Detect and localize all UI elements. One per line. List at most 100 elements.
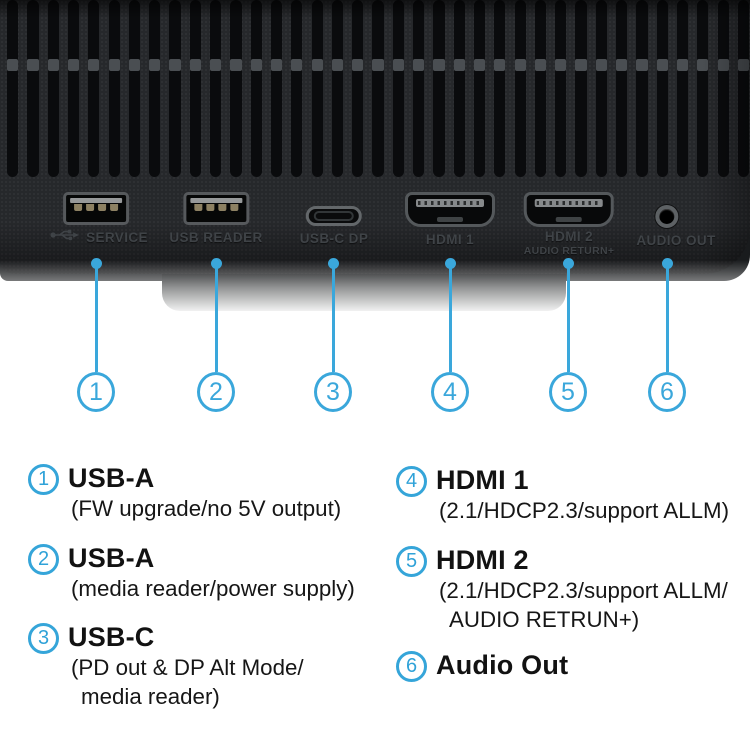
legend-desc-3-line-1: (PD out & DP Alt Mode/ bbox=[71, 655, 304, 680]
callout-line-6 bbox=[665, 265, 669, 372]
callout-dot-4 bbox=[444, 258, 456, 269]
legend-item-6: 6 Audio Out bbox=[396, 649, 568, 682]
vent-slot bbox=[331, 0, 344, 177]
port-label-hdmi-2: HDMI 2 bbox=[544, 229, 594, 244]
callout-circle-6: 6 bbox=[648, 372, 686, 412]
vent-slot bbox=[636, 0, 648, 177]
port-label-audio-out: AUDIO OUT bbox=[636, 233, 716, 248]
legend-desc-3-line-2: media reader) bbox=[81, 684, 220, 709]
vent-slot bbox=[311, 0, 324, 177]
vent-slot bbox=[616, 0, 628, 177]
panel-top-shadow bbox=[0, 0, 750, 18]
vent-slot bbox=[352, 0, 364, 177]
legend-title-5: HDMI 2 bbox=[436, 545, 529, 575]
callout-line-2 bbox=[214, 265, 218, 372]
legend-item-1: 1 USB-A (FW upgrade/no 5V output) bbox=[28, 462, 341, 523]
callout-circle-4: 4 bbox=[431, 372, 469, 412]
legend-desc-5-line-1: (2.1/HDCP2.3/support ALLM/ bbox=[439, 578, 728, 603]
vent-slot bbox=[372, 0, 384, 177]
port-sublabel-audio-return: AUDIO RETURN+ bbox=[523, 245, 615, 257]
vent-slot bbox=[189, 0, 202, 177]
vent-slot bbox=[473, 0, 486, 177]
port-label-usb-reader: USB READER bbox=[169, 230, 263, 245]
legend-item-2: 2 USB-A (media reader/power supply) bbox=[28, 542, 355, 603]
legend-number-5: 5 bbox=[396, 546, 427, 577]
vent-slot bbox=[453, 0, 466, 177]
legend-title-6: Audio Out bbox=[436, 650, 569, 680]
callout-line-5 bbox=[566, 265, 570, 372]
vent-slot bbox=[149, 0, 161, 177]
callout-line-3 bbox=[331, 265, 335, 372]
vent-slot bbox=[534, 0, 547, 177]
legend-item-5: 5 HDMI 2 (2.1/HDCP2.3/support ALLM/ AUDI… bbox=[396, 544, 728, 634]
legend-desc-4: (2.1/HDCP2.3/support ALLM) bbox=[439, 498, 729, 523]
vent-slot bbox=[575, 0, 587, 177]
vent-slot bbox=[270, 0, 283, 177]
callout-3: 3 bbox=[313, 258, 353, 413]
legend-item-4: 4 HDMI 1 (2.1/HDCP2.3/support ALLM) bbox=[396, 464, 729, 525]
legend-number-4: 4 bbox=[396, 466, 427, 497]
usb-c-port bbox=[305, 206, 362, 226]
legend-number-2: 2 bbox=[28, 544, 59, 575]
vent-slot bbox=[250, 0, 263, 177]
callout-circle-3: 3 bbox=[314, 372, 352, 412]
vent-slot bbox=[555, 0, 567, 177]
panel-edge-shadow bbox=[702, 0, 750, 274]
callout-6: 6 bbox=[647, 258, 687, 413]
callout-5: 5 bbox=[548, 258, 588, 413]
legend-number-1: 1 bbox=[28, 464, 59, 495]
port-group-usb-reader: USB READER bbox=[169, 192, 262, 245]
callout-line-1 bbox=[94, 265, 98, 372]
vent-slot bbox=[169, 0, 181, 177]
audio-out-jack bbox=[655, 205, 679, 228]
legend-desc-2: (media reader/power supply) bbox=[71, 576, 355, 601]
port-group-service: SERVICE bbox=[47, 192, 148, 245]
port-group-hdmi-2: HDMI 2 AUDIO RETURN+ bbox=[524, 192, 615, 257]
vent-slot bbox=[656, 0, 669, 177]
vent-slot bbox=[413, 0, 425, 177]
legend-title-4: HDMI 1 bbox=[436, 465, 529, 495]
port-label-usb-c-dp: USB-C DP bbox=[299, 231, 369, 246]
vent-slot bbox=[67, 0, 80, 177]
callout-1: 1 bbox=[76, 258, 116, 413]
vent-slot bbox=[717, 0, 730, 177]
legend-title-3: USB-C bbox=[68, 622, 155, 652]
vent-slot bbox=[595, 0, 608, 177]
vent-grille bbox=[0, 0, 750, 180]
vent-slot bbox=[737, 0, 750, 177]
usb-a-reader-port bbox=[182, 192, 249, 225]
vent-slot bbox=[88, 0, 100, 177]
callout-dot-5 bbox=[562, 258, 574, 269]
vent-slot bbox=[27, 0, 39, 177]
vent-slot bbox=[7, 0, 19, 177]
vent-slot bbox=[433, 0, 445, 177]
port-label-hdmi-1: HDMI 1 bbox=[425, 232, 475, 247]
callout-dot-3 bbox=[327, 258, 339, 269]
legend-desc-5-line-2: AUDIO RETRUN+) bbox=[449, 607, 640, 632]
vent-slot bbox=[108, 0, 121, 177]
hdmi-1-port bbox=[405, 192, 495, 227]
callout-2: 2 bbox=[196, 258, 236, 413]
vent-slot bbox=[291, 0, 303, 177]
port-group-audio-out: AUDIO OUT bbox=[627, 205, 715, 248]
vent-slot bbox=[128, 0, 141, 177]
callout-circle-5: 5 bbox=[549, 372, 587, 412]
usb-trident-icon bbox=[50, 229, 80, 241]
port-group-usb-c: USB-C DP bbox=[300, 206, 368, 246]
legend-number-6: 6 bbox=[396, 651, 427, 682]
vent-slot bbox=[392, 0, 405, 177]
callout-dot-2 bbox=[210, 258, 222, 269]
callout-4: 4 bbox=[430, 258, 470, 413]
legend-item-3: 3 USB-C (PD out & DP Alt Mode/ media rea… bbox=[28, 621, 304, 711]
legend-desc-1: (FW upgrade/no 5V output) bbox=[71, 496, 342, 521]
vent-slot bbox=[697, 0, 709, 177]
vent-slot bbox=[230, 0, 242, 177]
callout-line-4 bbox=[448, 265, 452, 372]
callout-circle-2: 2 bbox=[197, 372, 235, 412]
legend-title-2: USB-A bbox=[68, 543, 155, 573]
device-back-panel bbox=[0, 0, 750, 274]
hdmi-2-port bbox=[524, 192, 614, 227]
white-fade-overlay bbox=[0, 260, 750, 322]
port-group-hdmi-1: HDMI 1 bbox=[405, 192, 495, 247]
